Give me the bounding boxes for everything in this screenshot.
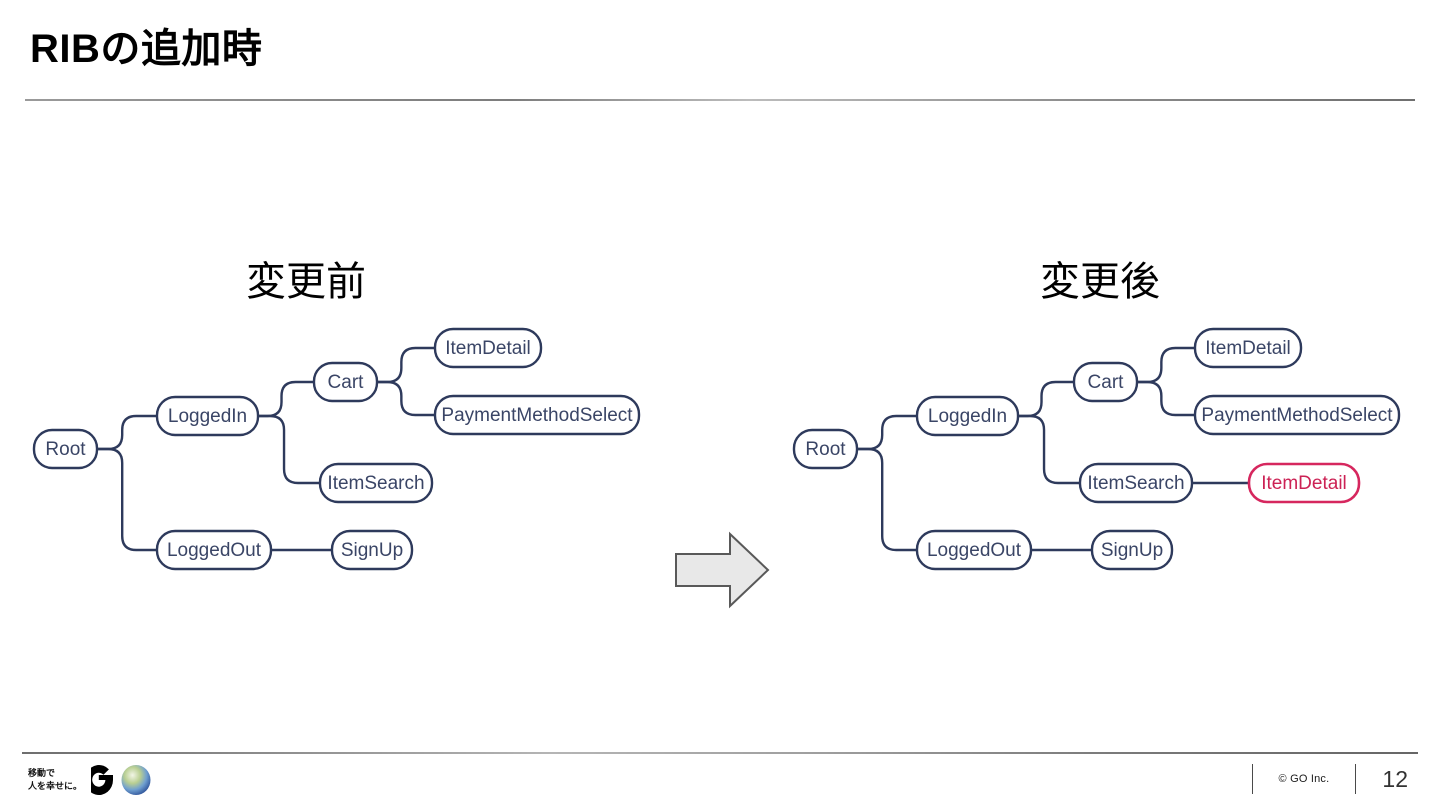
node-shape (32, 428, 99, 470)
node-label: SignUp (341, 540, 403, 561)
node-label: Cart (1088, 372, 1125, 393)
tree-node-before-signup[interactable]: SignUp (330, 529, 414, 571)
tree-node-before-loggedin[interactable]: LoggedIn (155, 395, 260, 437)
tree-edge (375, 346, 437, 384)
tree-edge (855, 414, 919, 451)
tree-edge (256, 414, 322, 485)
tree-node-before-cart[interactable]: Cart (312, 361, 379, 403)
node-shape (1072, 361, 1139, 403)
node-label: ItemDetail (1261, 473, 1347, 494)
node-shape (1078, 462, 1194, 504)
node-shape (155, 529, 273, 571)
node-shape (792, 428, 859, 470)
node-shape (433, 394, 641, 436)
tree-edge (256, 380, 316, 418)
node-label: Root (805, 439, 846, 460)
tree-node-after-cart[interactable]: Cart (1072, 361, 1139, 403)
tree-node-after-signup[interactable]: SignUp (1090, 529, 1174, 571)
node-label: ItemSearch (1087, 473, 1184, 494)
before-tree-edges (95, 346, 437, 552)
page-number: 12 (1382, 765, 1408, 792)
after-tree-edges (855, 346, 1251, 552)
node-shape (1193, 327, 1303, 369)
right-block-arrow-icon (675, 531, 770, 609)
tree-edge (855, 447, 919, 552)
tree-node-before-loggedout[interactable]: LoggedOut (155, 529, 273, 571)
node-shape (318, 462, 434, 504)
tree-edge (1016, 414, 1082, 485)
footer-divider (22, 752, 1418, 754)
go-logo-icon (91, 765, 151, 795)
node-shape (1247, 462, 1361, 504)
tree-node-after-root[interactable]: Root (792, 428, 859, 470)
node-shape (1193, 394, 1401, 436)
tree-node-after-itemsearch[interactable]: ItemSearch (1078, 462, 1194, 504)
node-label: LoggedOut (167, 540, 262, 561)
page-title: RIBの追加時 (30, 27, 263, 71)
copyright-text: © GO Inc. (1278, 773, 1330, 785)
tree-node-after-newdetail[interactable]: ItemDetail (1247, 462, 1361, 504)
node-label: ItemSearch (327, 473, 424, 494)
node-label: LoggedIn (928, 406, 1007, 427)
panel-heading-before: 変更前 (246, 260, 366, 304)
node-label: LoggedIn (168, 406, 247, 427)
tree-node-before-itemsearch[interactable]: ItemSearch (318, 462, 434, 504)
footer-meta: © GO Inc. 12 (1251, 762, 1414, 796)
node-label: ItemDetail (445, 338, 531, 359)
company-logo: 移動で 人を幸せに。 (28, 764, 157, 796)
tree-node-after-itemdetail[interactable]: ItemDetail (1193, 327, 1303, 369)
panel-heading-after: 変更後 (1040, 260, 1160, 304)
tree-edge (1135, 380, 1197, 417)
node-label: LoggedOut (927, 540, 1022, 561)
node-label: Cart (328, 372, 365, 393)
tree-node-before-payment[interactable]: PaymentMethodSelect (433, 394, 641, 436)
node-shape (433, 327, 543, 369)
after-tree-nodes: RootLoggedInCartItemDetailPaymentMethodS… (792, 327, 1401, 571)
logo-tagline: 移動で 人を幸せに。 (28, 767, 82, 793)
tree-node-before-root[interactable]: Root (32, 428, 99, 470)
tree-node-after-loggedin[interactable]: LoggedIn (915, 395, 1020, 437)
tree-edge (95, 447, 159, 552)
before-tree-nodes: Root LoggedIn Cart ItemDetailPaymentMethodS… (32, 327, 641, 571)
node-shape (915, 529, 1033, 571)
footer-divider-left (1251, 764, 1253, 794)
tree-edge (1016, 380, 1076, 418)
footer-divider-right (1355, 764, 1357, 794)
tree-edge (375, 380, 437, 417)
header-divider (25, 99, 1415, 101)
tree-node-before-itemdetail[interactable]: ItemDetail (433, 327, 543, 369)
node-label: PaymentMethodSelect (1201, 405, 1393, 426)
node-shape (155, 395, 260, 437)
node-shape (915, 395, 1020, 437)
logo-tagline-line1: 移動で (28, 767, 56, 778)
tree-node-after-payment[interactable]: PaymentMethodSelect (1193, 394, 1401, 436)
node-label: Root (45, 439, 86, 460)
tree-edge (95, 414, 159, 451)
logo-tagline-line2: 人を幸せに。 (28, 781, 83, 791)
node-label: PaymentMethodSelect (441, 405, 633, 426)
tree-node-after-loggedout[interactable]: LoggedOut (915, 529, 1033, 571)
tree-diagram-svg: RootLoggedInCartItemDetailPaymentMethodS… (32, 327, 1401, 609)
node-shape (1090, 529, 1174, 571)
tree-edge (1135, 346, 1197, 384)
node-shape (330, 529, 414, 571)
node-label: SignUp (1101, 540, 1163, 561)
node-shape (312, 361, 379, 403)
node-label: ItemDetail (1205, 338, 1291, 359)
